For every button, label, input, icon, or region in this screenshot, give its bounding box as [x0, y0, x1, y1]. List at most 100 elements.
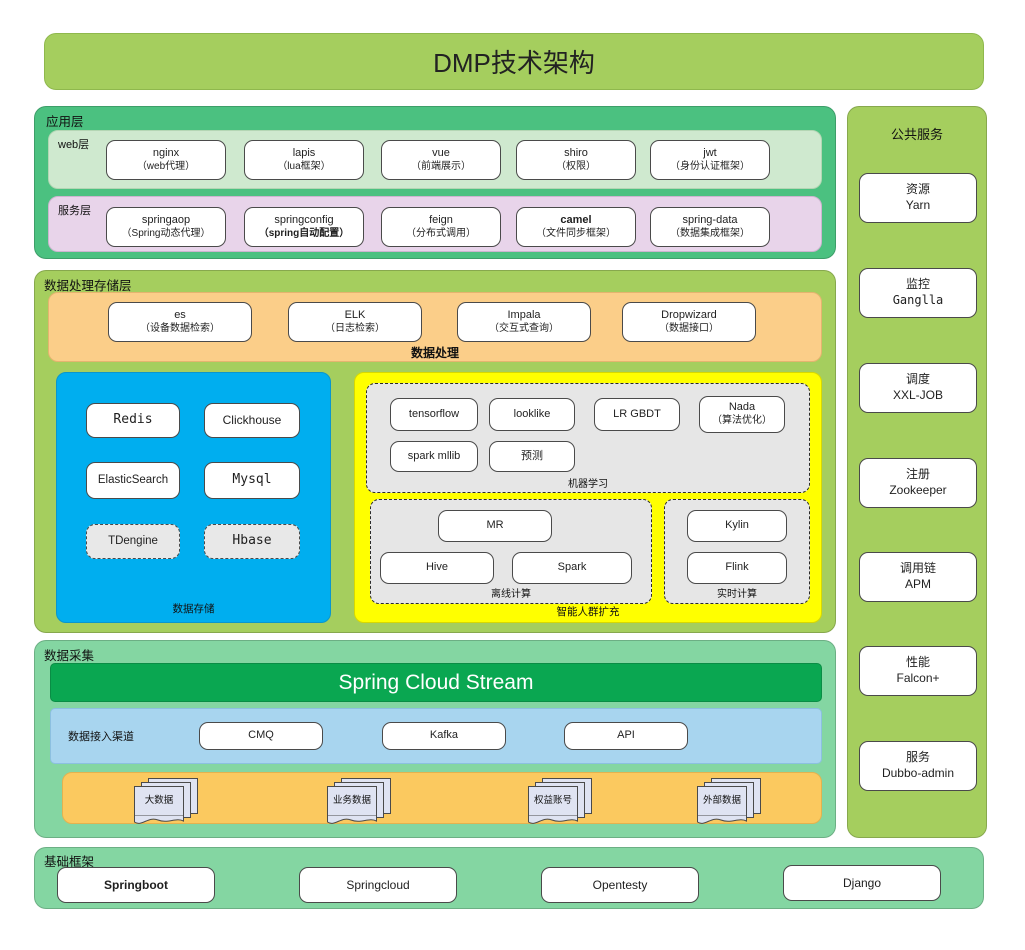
document-icon: [327, 786, 377, 818]
spring-cloud-stream-bar[interactable]: Spring Cloud Stream: [50, 663, 822, 702]
chip-subtitle: （前端展示）: [411, 160, 471, 172]
public-service-service[interactable]: 服务 Dubbo-admin: [859, 741, 977, 791]
service-label: 注册: [905, 467, 930, 482]
service-value: Zookeeper: [889, 483, 947, 497]
tech-chip-es[interactable]: es （设备数据检索）: [108, 302, 252, 342]
tech-chip-springboot[interactable]: Springboot: [57, 867, 215, 903]
chip-title: vue: [432, 146, 450, 159]
chip-subtitle: （spring自动配置）: [258, 227, 350, 239]
chip-subtitle: （交互式查询）: [489, 322, 559, 334]
data-source-business[interactable]: 业务数据: [327, 778, 391, 824]
chip-subtitle: （Spring动态代理）: [121, 227, 211, 239]
tech-chip-camel[interactable]: camel （文件同步框架）: [516, 207, 636, 247]
machine-learning-caption: 机器学习: [568, 479, 608, 490]
document-wave-icon: [528, 815, 578, 824]
data-source-label: 权益账号: [533, 795, 572, 806]
chip-subtitle: （身份认证框架）: [670, 160, 750, 172]
service-label: 资源: [905, 182, 930, 197]
tech-chip-feign[interactable]: feign （分布式调用）: [381, 207, 501, 247]
realtime-computing-caption: 实时计算: [717, 589, 757, 600]
data-access-channel-tag: 数据接入渠道: [68, 731, 134, 743]
chip-title: es: [174, 308, 186, 321]
tech-chip-springconfig[interactable]: springconfig （spring自动配置）: [244, 207, 364, 247]
tech-chip-nginx[interactable]: nginx （web代理）: [106, 140, 226, 180]
public-service-performance[interactable]: 性能 Falcon+: [859, 646, 977, 696]
tech-chip-elasticsearch[interactable]: ElasticSearch: [86, 462, 180, 499]
tech-chip-spark[interactable]: Spark: [512, 552, 632, 584]
document-wave-icon: [327, 815, 377, 824]
tech-chip-forecast[interactable]: 预测: [489, 441, 575, 472]
data-source-rights-account[interactable]: 权益账号: [528, 778, 592, 824]
data-source-label: 外部数据: [702, 795, 741, 806]
tech-chip-tdengine[interactable]: TDengine: [86, 524, 180, 559]
tech-chip-vue[interactable]: vue （前端展示）: [381, 140, 501, 180]
tech-chip-opentesty[interactable]: Opentesty: [541, 867, 699, 903]
chip-subtitle: （lua框架）: [277, 160, 331, 172]
tech-chip-jwt[interactable]: jwt （身份认证框架）: [650, 140, 770, 180]
tech-chip-nada[interactable]: Nada （算法优化）: [699, 396, 785, 433]
data-source-external[interactable]: 外部数据: [697, 778, 761, 824]
chip-subtitle: （数据接口）: [659, 322, 719, 334]
data-source-bigdata[interactable]: 大数据: [134, 778, 198, 824]
tech-chip-hbase[interactable]: Hbase: [204, 524, 300, 559]
tech-chip-shiro[interactable]: shiro （权限）: [516, 140, 636, 180]
tech-chip-kylin[interactable]: Kylin: [687, 510, 787, 542]
tech-chip-hive[interactable]: Hive: [380, 552, 494, 584]
tech-chip-redis[interactable]: Redis: [86, 403, 180, 438]
tech-chip-springcloud[interactable]: Springcloud: [299, 867, 457, 903]
tech-chip-elk[interactable]: ELK （日志检索）: [288, 302, 422, 342]
chip-title: feign: [429, 213, 453, 226]
chip-title: nginx: [152, 146, 180, 159]
document-icon: [697, 786, 747, 818]
public-service-monitoring[interactable]: 监控 Ganglla: [859, 268, 977, 318]
data-collection-label: 数据采集: [44, 649, 95, 663]
tech-chip-flink[interactable]: Flink: [687, 552, 787, 584]
tech-chip-django[interactable]: Django: [783, 865, 941, 901]
tech-chip-lr-gbdt[interactable]: LR GBDT: [594, 398, 680, 431]
chip-subtitle: （分布式调用）: [406, 227, 476, 239]
tech-chip-looklike[interactable]: looklike: [489, 398, 575, 431]
tech-chip-tensorflow[interactable]: tensorflow: [390, 398, 478, 431]
tech-chip-clickhouse[interactable]: Clickhouse: [204, 403, 300, 438]
public-service-tracing[interactable]: 调用链 APM: [859, 552, 977, 602]
tech-chip-mysql[interactable]: Mysql: [204, 462, 300, 499]
web-layer-tag: web层: [58, 139, 90, 151]
tech-chip-spark-mllib[interactable]: spark mllib: [390, 441, 478, 472]
document-icon: [134, 786, 184, 818]
data-layer-label: 数据处理存储层: [44, 279, 132, 293]
offline-computing-caption: 离线计算: [491, 589, 531, 600]
service-label: 调用链: [899, 561, 936, 576]
document-wave-icon: [697, 815, 747, 824]
chip-title: camel: [560, 213, 592, 226]
public-service-scheduling[interactable]: 调度 XXL-JOB: [859, 363, 977, 413]
tech-chip-api[interactable]: API: [564, 722, 688, 750]
chip-title: Impala: [507, 308, 541, 321]
chip-title: jwt: [703, 146, 717, 159]
service-value: Dubbo-admin: [881, 766, 955, 780]
chip-subtitle: （文件同步框架）: [536, 227, 616, 239]
service-value: Yarn: [905, 198, 931, 212]
document-icon: [528, 786, 578, 818]
service-value: Falcon+: [896, 671, 940, 685]
tech-chip-spring-data[interactable]: spring-data （数据集成框架）: [650, 207, 770, 247]
tech-chip-cmq[interactable]: CMQ: [199, 722, 323, 750]
service-label: 监控: [905, 277, 930, 292]
application-layer-label: 应用层: [46, 115, 84, 129]
chip-title: springaop: [141, 213, 191, 226]
chip-subtitle: （web代理）: [136, 160, 196, 172]
service-label: 性能: [905, 655, 930, 670]
chip-subtitle: （日志检索）: [325, 322, 385, 334]
chip-subtitle: （算法优化）: [712, 415, 772, 427]
tech-chip-springaop[interactable]: springaop （Spring动态代理）: [106, 207, 226, 247]
tech-chip-dropwizard[interactable]: Dropwizard （数据接口）: [622, 302, 756, 342]
tech-chip-impala[interactable]: Impala （交互式查询）: [457, 302, 591, 342]
chip-title: lapis: [292, 146, 316, 159]
tech-chip-lapis[interactable]: lapis （lua框架）: [244, 140, 364, 180]
public-service-resource[interactable]: 资源 Yarn: [859, 173, 977, 223]
public-service-registry[interactable]: 注册 Zookeeper: [859, 458, 977, 508]
data-storage-caption: 数据存储: [172, 603, 215, 615]
tech-chip-kafka[interactable]: Kafka: [382, 722, 506, 750]
chip-title: Dropwizard: [661, 308, 717, 321]
tech-chip-mr[interactable]: MR: [438, 510, 552, 542]
